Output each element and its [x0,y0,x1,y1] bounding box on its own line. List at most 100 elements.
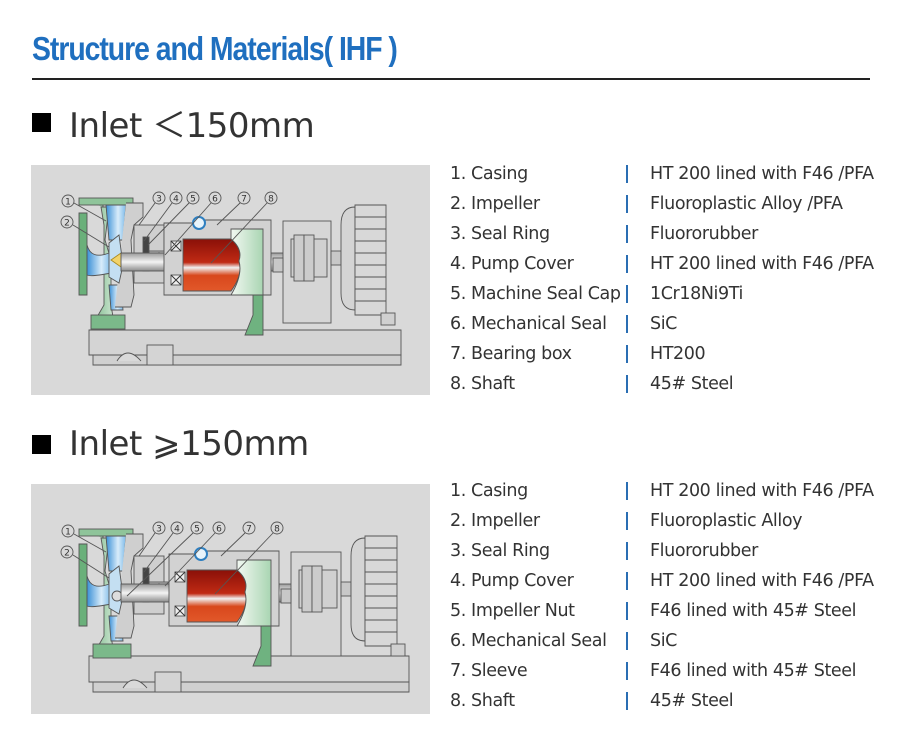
row-separator [626,345,628,363]
part-name: 5. Machine Seal Cap [450,284,621,304]
part-name: 3. Seal Ring [450,541,550,561]
part-row: 1. Casing HT 200 lined with F46 /PFA [450,159,890,189]
callout-5: 5 [147,191,200,246]
page-title: Structure and Materials( IHF ) [32,30,398,67]
row-separator [626,662,628,680]
part-material: Fluororubber [650,541,758,561]
part-name: 3. Seal Ring [450,224,550,244]
row-separator [626,542,628,560]
callout-1: 1 [61,524,107,553]
row-separator [626,255,628,273]
part-material: SiC [650,314,677,334]
callout-2: 2 [60,545,110,579]
pump-diagram-small-inlet: 1 2 3 4 5 6 7 8 [31,165,430,395]
section-heading-small-inlet: Inlet ＜150mm [32,100,315,146]
svg-text:2: 2 [64,219,70,229]
row-separator [626,165,628,183]
part-name: 4. Pump Cover [450,571,574,591]
callout-1: 1 [61,194,107,222]
callout-4: 4 [143,521,184,573]
part-name: 1. Casing [450,481,528,501]
part-row: 3. Seal Ring Fluororubber [450,219,890,249]
row-separator [626,375,628,393]
part-row: 3. Seal Ring Fluororubber [450,536,890,566]
part-material: HT200 [650,344,706,364]
pump-cross-section-illustration: 1 2 3 4 5 6 7 8 [60,521,410,693]
part-material: Fluoroplastic Alloy [650,511,803,531]
row-separator [626,195,628,213]
callout-8: 8 [214,521,284,595]
callout-6: 6 [164,521,226,587]
part-row: 4. Pump Cover HT 200 lined with F46 /PFA [450,249,890,279]
part-material: HT 200 lined with F46 /PFA [650,481,874,501]
part-row: 2. Impeller Fluoroplastic Alloy /PFA [450,189,890,219]
square-bullet-icon [32,434,51,454]
row-separator [626,512,628,530]
callout-6: 6 [164,191,222,256]
part-material: 45# Steel [650,691,734,711]
callout-3: 3 [138,191,166,226]
part-name: 1. Casing [450,164,528,184]
part-material: Fluoroplastic Alloy /PFA [650,194,843,214]
title-divider [32,78,870,80]
callout-5: 5 [126,521,204,597]
svg-text:1: 1 [65,198,71,208]
section-heading-text: Inlet ⩾150mm [69,424,309,464]
callout-8: 8 [210,191,278,264]
part-row: 1. Casing HT 200 lined with F46 /PFA [450,476,890,506]
part-row: 6. Mechanical Seal SiC [450,626,890,656]
callout-7: 7 [220,521,256,557]
row-separator [626,315,628,333]
part-name: 5. Impeller Nut [450,601,575,621]
pump-diagram-large-inlet: 1 2 3 4 5 6 7 8 [31,484,430,714]
part-name: 7. Bearing box [450,344,572,364]
part-name: 6. Mechanical Seal [450,314,607,334]
part-name: 2. Impeller [450,194,540,214]
part-name: 4. Pump Cover [450,254,574,274]
svg-text:8: 8 [274,525,280,535]
part-name: 8. Shaft [450,374,515,394]
svg-text:5: 5 [194,525,200,535]
row-separator [626,225,628,243]
parts-list-small-inlet: 1. Casing HT 200 lined with F46 /PFA 2. I… [450,159,890,399]
svg-text:8: 8 [268,195,274,205]
part-row: 8. Shaft 45# Steel [450,686,890,716]
svg-text:5: 5 [190,195,196,205]
part-name: 6. Mechanical Seal [450,631,607,651]
svg-text:1: 1 [65,528,71,538]
part-row: 7. Bearing box HT200 [450,339,890,369]
part-material: SiC [650,631,677,651]
part-material: Fluororubber [650,224,758,244]
section-heading-text: Inlet ＜150mm [69,105,315,146]
part-row: 6. Mechanical Seal SiC [450,309,890,339]
svg-text:3: 3 [156,195,162,205]
svg-text:2: 2 [64,549,70,559]
callout-7: 7 [216,191,251,226]
part-name: 7. Sleeve [450,661,528,681]
callout-3: 3 [138,521,166,557]
part-row: 8. Shaft 45# Steel [450,369,890,399]
svg-text:7: 7 [246,525,252,535]
section-heading-large-inlet: Inlet ⩾150mm [32,422,309,466]
part-row: 5. Impeller Nut F46 lined with 45# Steel [450,596,890,626]
svg-text:4: 4 [173,195,179,205]
row-separator [626,285,628,303]
pump-cross-section-illustration: 1 2 3 4 5 6 7 8 [60,191,402,366]
callout-4: 4 [143,191,183,242]
row-separator [626,632,628,650]
svg-text:6: 6 [212,195,218,205]
part-material: F46 lined with 45# Steel [650,601,857,621]
row-separator [626,482,628,500]
part-material: 45# Steel [650,374,734,394]
row-separator [626,602,628,620]
part-material: HT 200 lined with F46 /PFA [650,254,874,274]
square-bullet-icon [32,112,51,132]
part-name: 8. Shaft [450,691,515,711]
part-material: HT 200 lined with F46 /PFA [650,164,874,184]
svg-text:4: 4 [174,525,180,535]
svg-text:7: 7 [241,195,247,205]
